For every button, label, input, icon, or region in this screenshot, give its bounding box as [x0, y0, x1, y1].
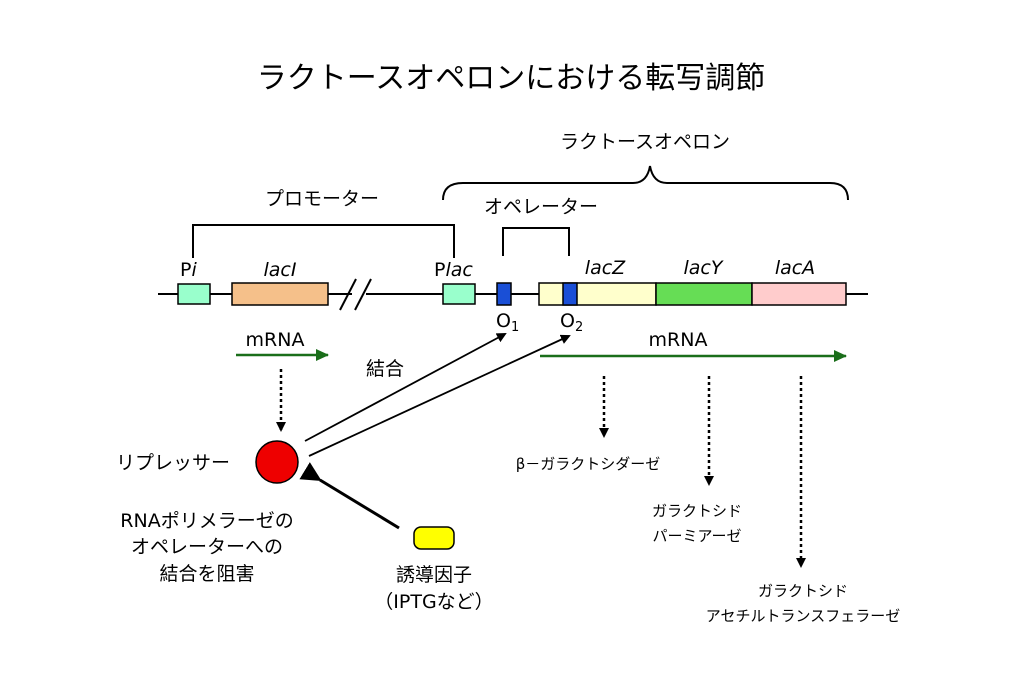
transacetylase-label-line-2: アセチルトランスフェラーゼ — [706, 607, 900, 625]
permease-label-line-1: ガラクトシド — [652, 502, 742, 520]
o1-label: O1 — [496, 310, 519, 335]
repressor-label: リプレッサー — [116, 452, 230, 474]
dna-break-mark-2 — [354, 278, 372, 311]
lacY-label: lacY — [684, 257, 724, 279]
binding-arrow-o1 — [304, 333, 507, 442]
page-title: ラクトースオペロンにおける転写調節 — [257, 61, 766, 96]
lacI-gene-box — [231, 282, 329, 306]
pi-label: Pi — [180, 259, 197, 281]
inhibition-note-line-1: RNAポリメラーゼの — [120, 510, 293, 532]
dna-break-mark-1 — [339, 278, 357, 311]
galactosidase-label: β－ガラクトシダーゼ — [516, 455, 661, 473]
plac-label: Plac — [434, 259, 473, 281]
inhibition-note-line-2: オペレーターへの — [131, 536, 283, 558]
lacZ-label: lacZ — [585, 257, 626, 279]
pi-promoter-box — [177, 283, 211, 305]
mrna-right-label: mRNA — [649, 329, 708, 351]
repressor-protein — [255, 440, 299, 484]
inducer-label-line-1: 誘導因子 — [396, 564, 472, 586]
mrna-left-label: mRNA — [246, 329, 305, 351]
inducer-arrow — [299, 462, 400, 530]
lacY-gene-box — [655, 282, 753, 306]
lacA-label: lacA — [775, 257, 815, 279]
promoter-label: プロモーター — [265, 188, 379, 210]
promoter-bracket — [192, 224, 455, 258]
binding-label: 結合 — [366, 358, 404, 380]
o2-label: O2 — [560, 310, 583, 335]
lacI-label: lacI — [264, 259, 297, 281]
o1-operator-box — [496, 282, 512, 306]
inhibition-note-line-3: 結合を阻害 — [159, 563, 254, 585]
operator-bracket — [502, 227, 570, 256]
operator-label: オペレーター — [484, 196, 598, 218]
operon-label: ラクトースオペロン — [560, 131, 730, 153]
inducer-label-line-2: （IPTGなど） — [374, 591, 493, 613]
inducer-molecule — [413, 526, 455, 550]
operon-brace — [442, 165, 849, 201]
binding-arrow-o2 — [308, 334, 571, 457]
lacA-gene-box — [751, 282, 847, 306]
plac-promoter-box — [442, 283, 476, 305]
transacetylase-label-line-1: ガラクトシド — [758, 582, 848, 600]
permease-label-line-2: パーミアーゼ — [652, 527, 741, 545]
o2-operator-box — [562, 282, 578, 306]
lacZ-gene-box — [538, 282, 657, 306]
